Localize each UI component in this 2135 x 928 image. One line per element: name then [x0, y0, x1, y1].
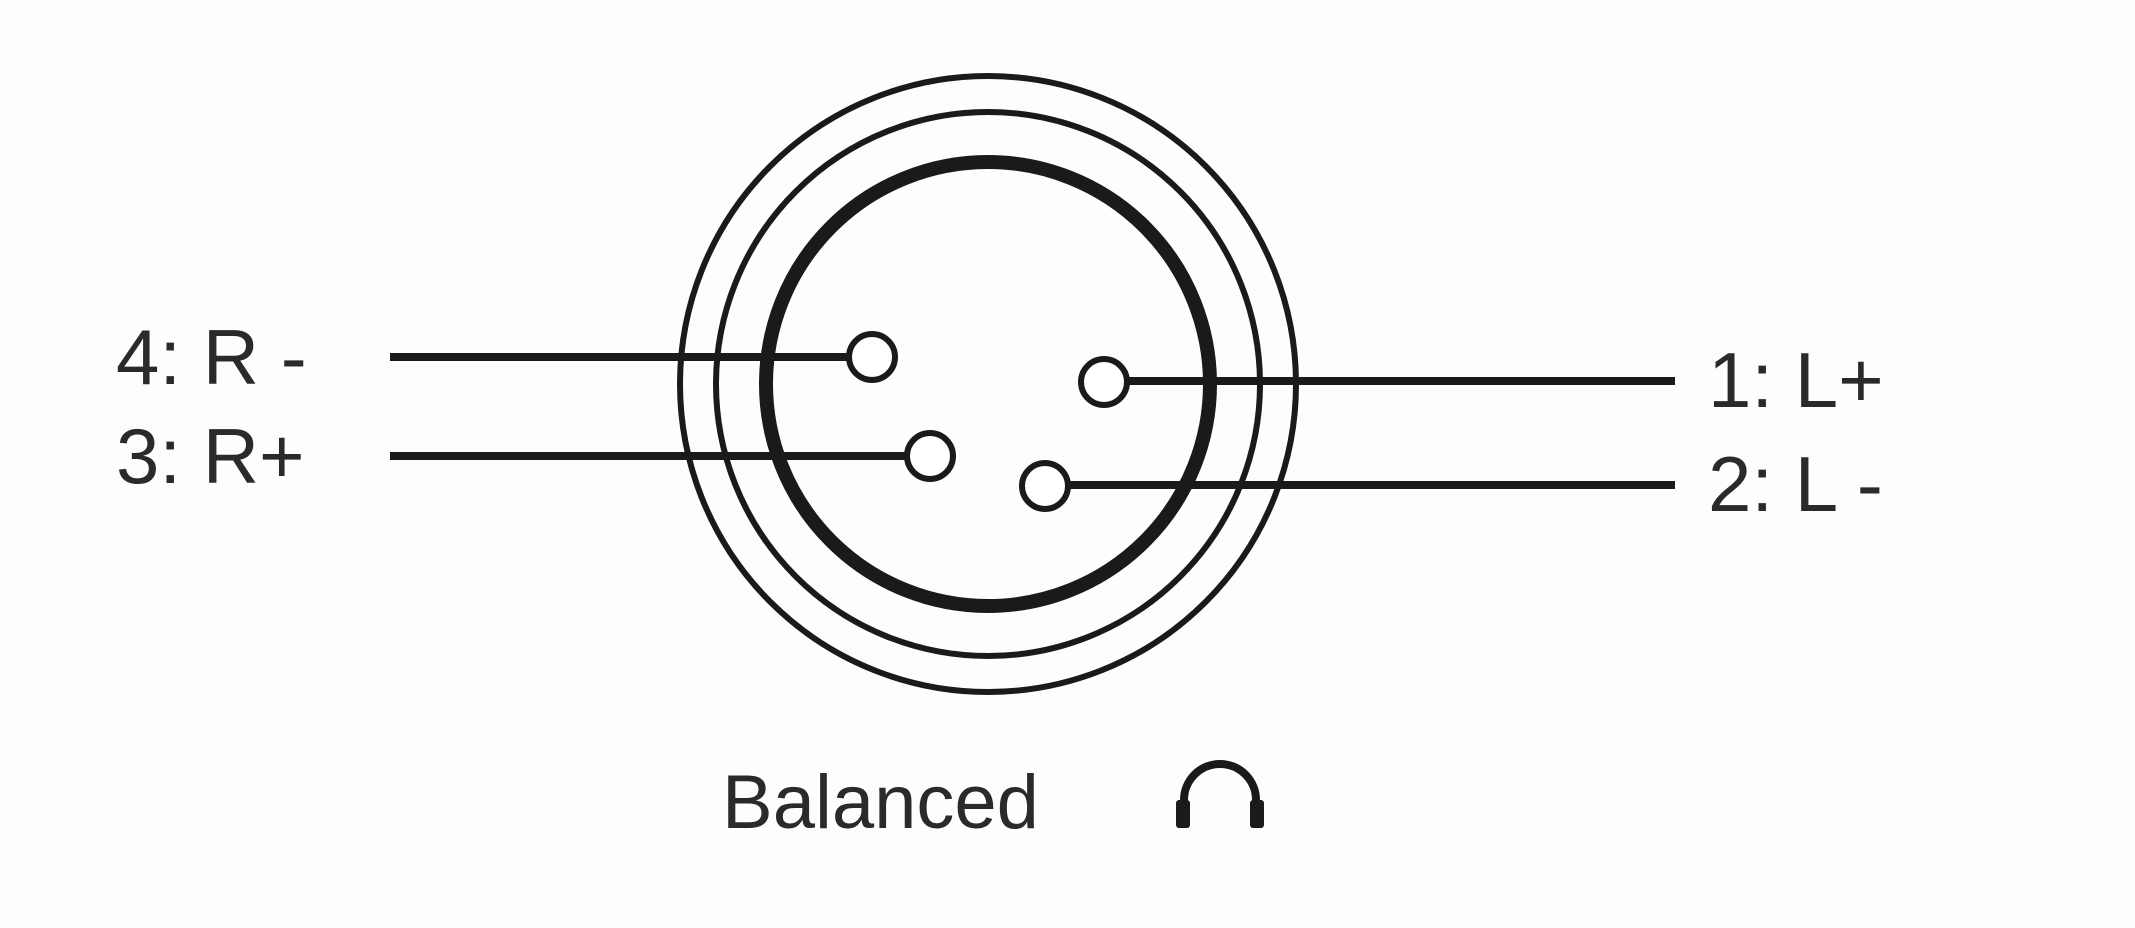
- pin-contacts: [846, 331, 1130, 512]
- contact-pin-1: [1078, 356, 1130, 408]
- contact-pin-3: [904, 430, 956, 482]
- pin-4-label: 4: R -: [116, 313, 307, 401]
- pin-3-label: 3: R+: [116, 412, 305, 500]
- wire-leads: [390, 353, 1675, 489]
- pin-1-label: 1: L+: [1708, 336, 1884, 424]
- contact-pin-4: [846, 331, 898, 383]
- pin-2-label: 2: L -: [1708, 440, 1883, 528]
- caption-label: Balanced: [722, 760, 1039, 845]
- headphones-icon: [1176, 760, 1264, 828]
- contact-pin-2: [1019, 460, 1071, 512]
